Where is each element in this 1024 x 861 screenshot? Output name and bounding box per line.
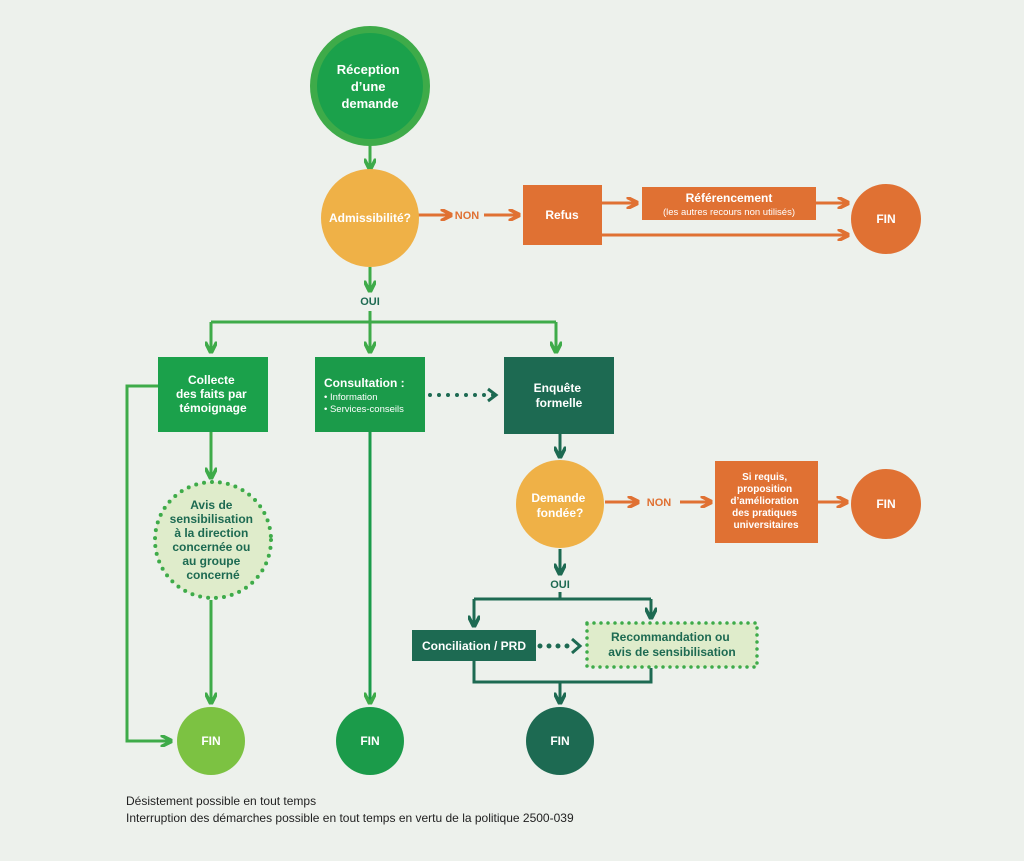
si-requis-line-4: des pratiques [732,508,797,519]
si-requis-line-2: proposition [737,484,792,495]
consultation-title: Consultation : [324,376,405,390]
reception-line-2: d’une [351,79,386,94]
fin-right-label: FIN [876,497,895,511]
reception-node: Réception d’une demande [310,26,430,146]
fin-consultation-node: FIN [336,707,404,775]
fin-top-label: FIN [876,212,895,226]
conciliation-node: Conciliation / PRD [412,630,536,661]
avis-line-4: concernée ou [172,540,250,554]
branch-oui-bar [211,311,556,324]
enquete-line-1: Enquête [534,381,582,395]
demande-line-1: Demande [531,491,585,505]
referencement-node: Référencement (les autres recours non ut… [642,187,816,220]
arrow-head-recommandation [571,637,583,655]
non-label-1: NON [455,210,480,222]
svg-text:Avis de sensibilisation: Avis de sensibilisation à la direction c… [170,498,257,582]
footnotes: Désistement possible en tout temps Inter… [126,793,574,827]
avis-line-3: à la direction [174,526,248,540]
svg-text:Si requis, proposition: Si requis, proposition d’amélioration de… [730,472,801,531]
svg-text:Collecte des faits par: Collecte des faits par témoignage [176,373,250,415]
svg-text:• Information • Services: • Information • Services-conseils [324,392,404,415]
svg-text:Réception d’une de: Réception d’une demande [337,62,403,111]
reception-line-1: Réception [337,62,400,77]
fin-enquete-node: FIN [526,707,594,775]
consultation-item-information: • Information [324,392,378,403]
reception-line-3: demande [341,96,398,111]
demande-line-2: fondée? [537,506,584,520]
svg-text:Enquête formelle: Enquête formelle [534,381,585,410]
enquete-line-2: formelle [536,396,583,410]
avis-line-2: sensibilisation [170,512,253,526]
fin-1-label: FIN [201,734,220,748]
svg-text:Recommandation ou avis d: Recommandation ou avis de sensibilisatio… [608,630,735,659]
consultation-item-services: • Services-conseils [324,404,404,415]
note-desistement: Désistement possible en tout temps [126,794,317,808]
branch-oui2-bar [474,592,651,601]
non-label-2: NON [647,497,672,509]
referencement-label: Référencement [686,191,773,205]
arrow-head-enquete [487,387,499,403]
enquete-node: Enquête formelle [504,357,614,434]
collecte-line-3: témoignage [179,401,247,415]
si-requis-line-5: universitaires [733,520,798,531]
collecte-line-2: des faits par [176,387,247,401]
collecte-node: Collecte des faits par témoignage [158,357,268,432]
admissibilite-label: Admissibilité? [329,211,411,225]
fin-collecte-node: FIN [177,707,245,775]
conciliation-label: Conciliation / PRD [422,639,526,653]
arrow-collecte-fin-bypass [125,384,170,741]
si-requis-line-1: Si requis, [742,472,787,483]
recommandation-node: Recommandation ou avis de sensibilisatio… [585,621,759,669]
fin-3-label: FIN [550,734,569,748]
consultation-node: Consultation : • Information • Services-… [315,357,425,432]
oui-label-1: OUI [360,296,380,308]
merge-bottom-bar [472,661,653,684]
avis-line-6: concerné [186,568,240,582]
referencement-sublabel: (les autres recours non utilisés) [663,207,795,218]
refus-node: Refus [523,185,602,245]
demande-fondee-node: Demande fondée? [516,460,604,548]
collecte-line-1: Collecte [188,373,235,387]
fin-2-label: FIN [360,734,379,748]
refus-label: Refus [545,208,579,222]
avis-line-1: Avis de [190,498,233,512]
fin-right-node: FIN [851,469,921,539]
si-requis-node: Si requis, proposition d’amélioration de… [715,461,818,543]
oui-label-2: OUI [550,579,570,591]
recommandation-line-2: avis de sensibilisation [608,645,735,659]
svg-text:Demande fondée?: Demande fondée? [531,491,588,520]
avis-line-5: au groupe [182,554,240,568]
avis-node: Avis de sensibilisation à la direction c… [153,480,273,600]
connectors [125,145,847,741]
fin-top-node: FIN [851,184,921,254]
admissibilite-node: Admissibilité? [321,169,419,267]
si-requis-line-3: d’amélioration [730,496,798,507]
note-interruption: Interruption des démarches possible en t… [126,811,574,825]
recommandation-line-1: Recommandation ou [611,630,730,644]
